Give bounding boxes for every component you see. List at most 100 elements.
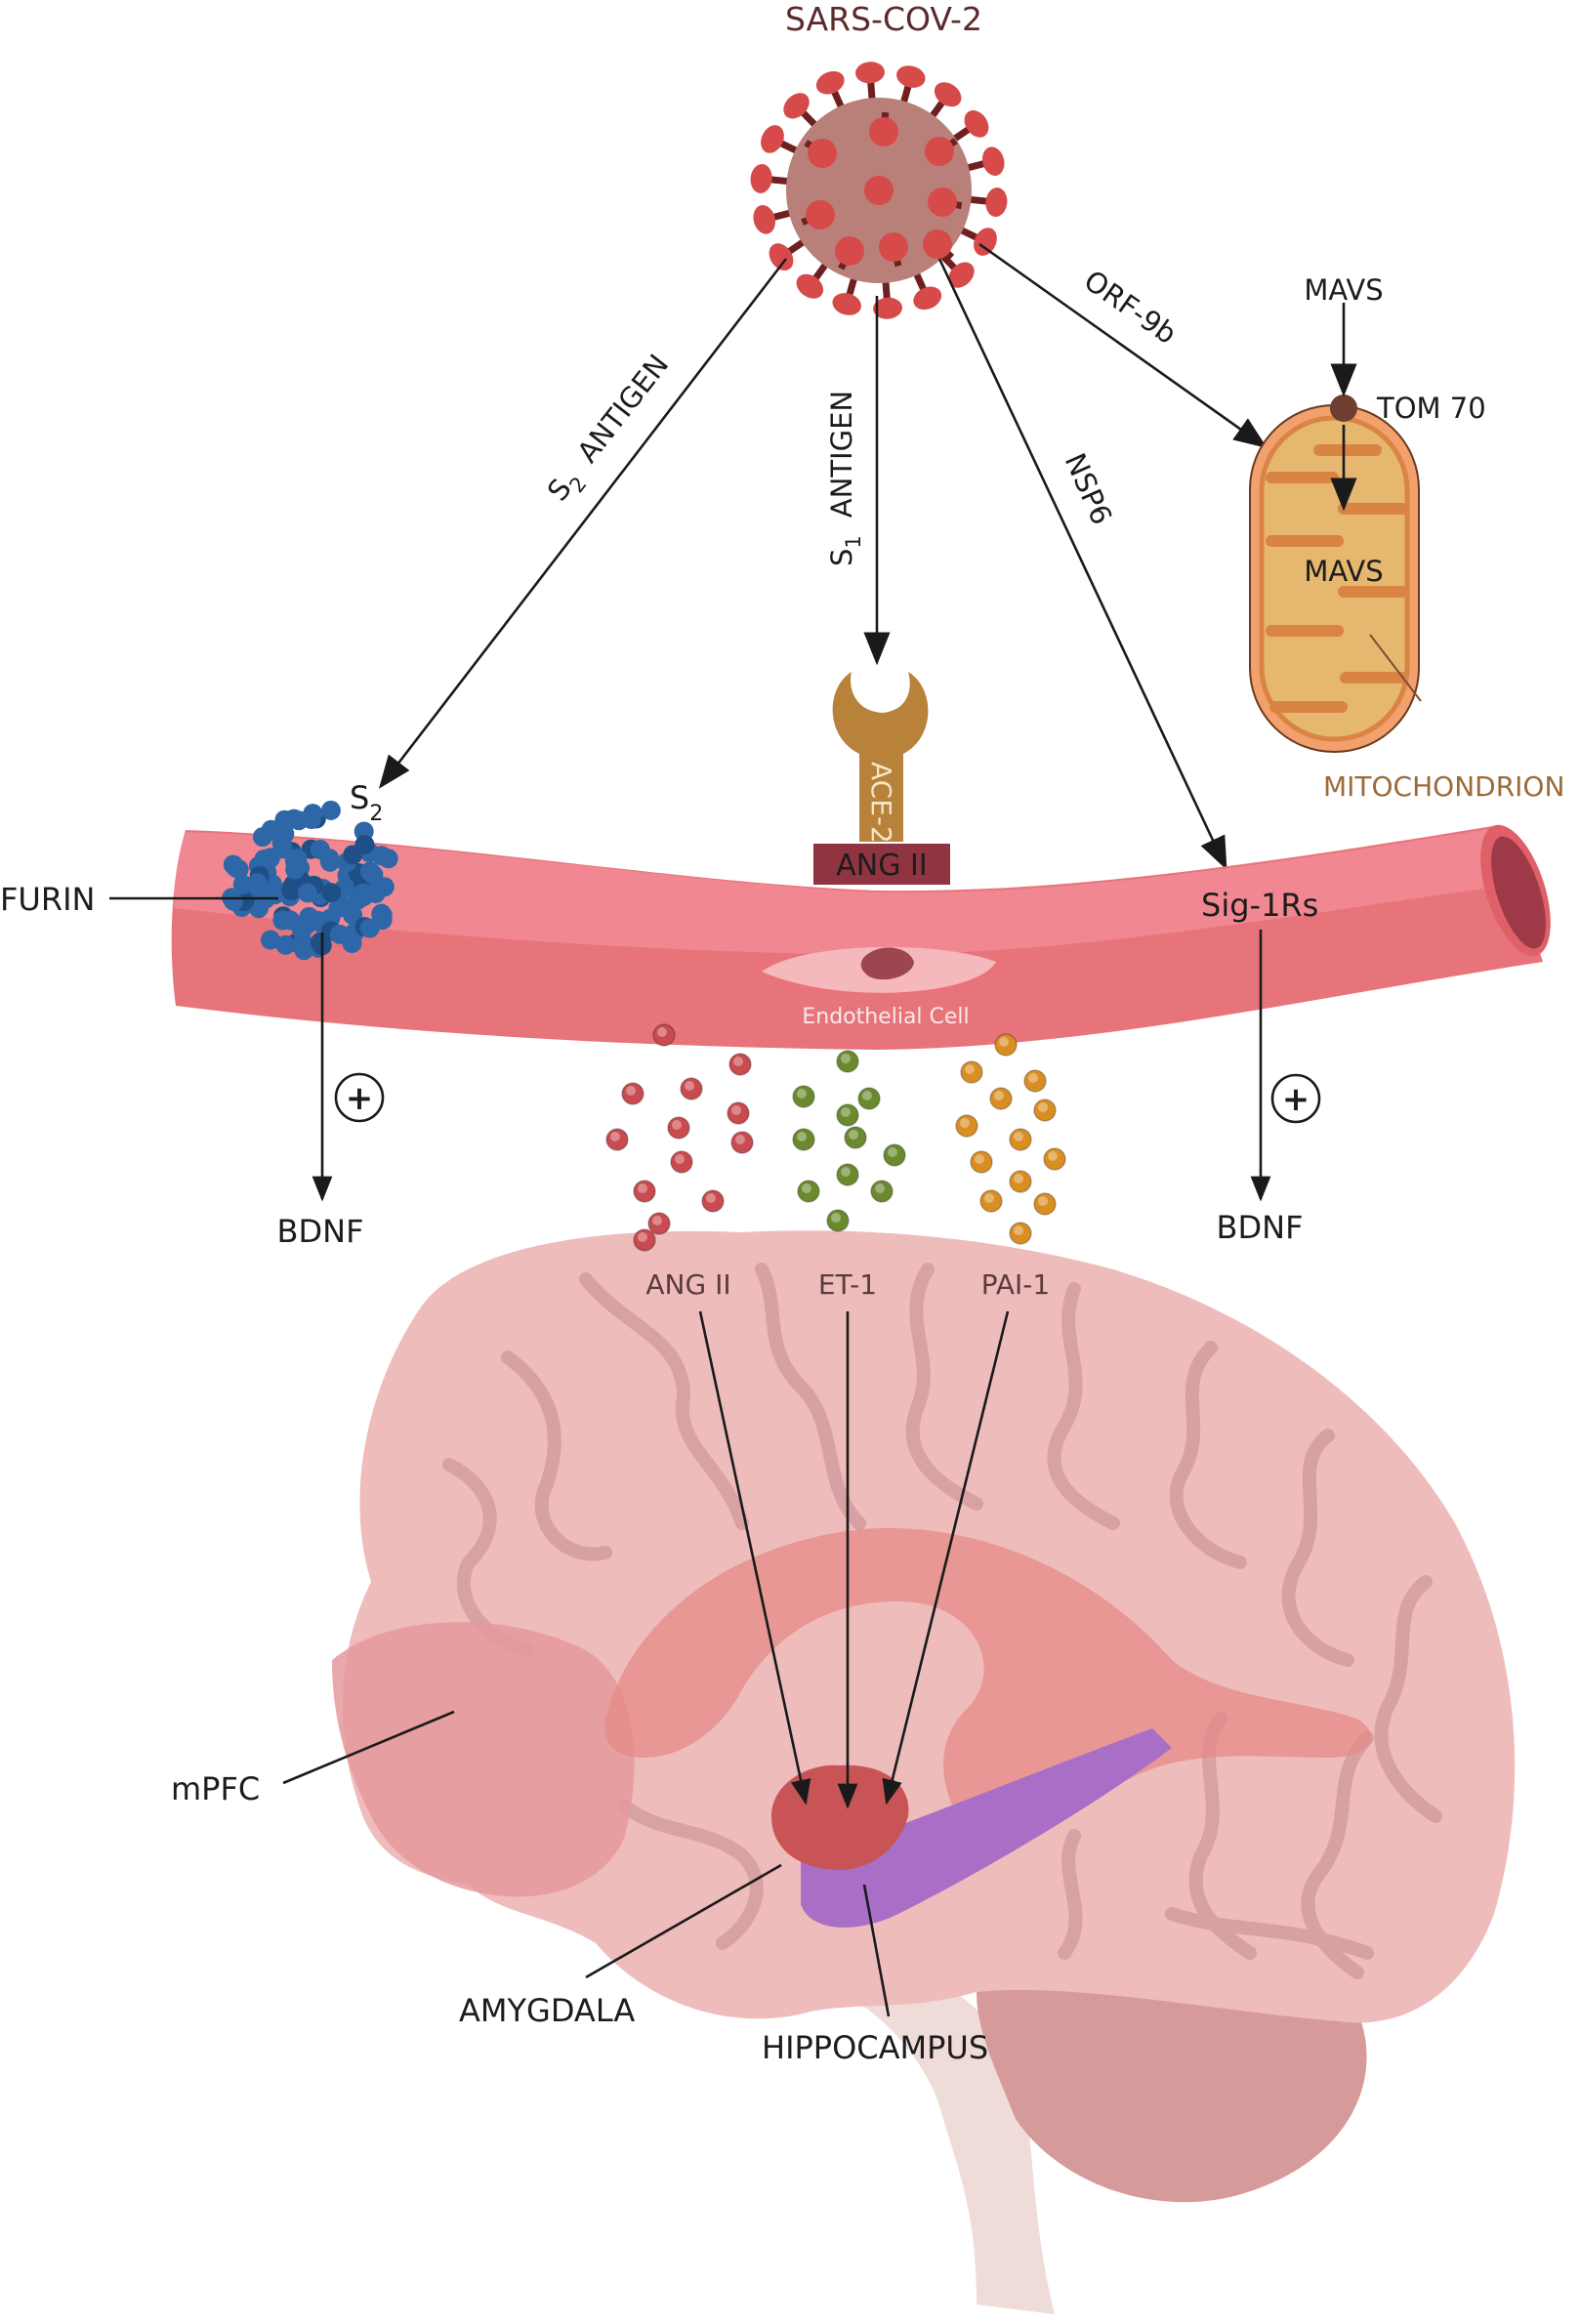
furin-subunit — [281, 881, 302, 900]
mpfc-leader-line — [282, 1710, 455, 1785]
factor-dot-highlight — [638, 1232, 647, 1242]
factor-dot-highlight — [675, 1154, 685, 1164]
s2-target-label: S2 — [350, 779, 383, 826]
virus-spike — [769, 243, 794, 270]
virus-spike — [913, 286, 942, 311]
factor-dot — [633, 1228, 656, 1252]
s2-antigen-arrow — [378, 258, 788, 789]
virus-inner-spike — [928, 187, 957, 217]
factor-dot-highlight — [733, 1057, 743, 1066]
hippocampus-label: HIPPOCAMPUS — [762, 2029, 988, 2066]
virus-inner-spike — [806, 200, 835, 229]
virus-spike — [873, 297, 902, 319]
furin-subunit — [297, 914, 317, 934]
orf9b-arrow — [978, 242, 1268, 448]
factor-dot — [730, 1131, 754, 1154]
limbic-arc — [604, 1527, 1372, 1816]
factor-dot-highlight — [960, 1118, 970, 1128]
factor-dot — [797, 1180, 820, 1203]
factor-dot — [652, 1023, 676, 1047]
endothelial-cell-label: Endothelial Cell — [802, 1005, 969, 1029]
factor-dot — [667, 1116, 690, 1140]
ang2-box-label: ANG II — [836, 849, 927, 883]
tom70-label: TOM 70 — [1376, 392, 1486, 425]
factor-dot-highlight — [652, 1216, 662, 1225]
left-activation-symbol: + — [334, 1072, 385, 1123]
factor-dot-highlight — [638, 1183, 647, 1193]
factor-dot-highlight — [1014, 1174, 1023, 1183]
factor-label-ang2: ANG II — [645, 1268, 730, 1301]
svg-text:+: + — [1282, 1080, 1310, 1119]
factor-dot — [605, 1128, 629, 1151]
factor-dot-highlight — [849, 1130, 858, 1140]
brain-illustration — [332, 1230, 1516, 2314]
furin-subunit — [232, 874, 253, 894]
factor-dot — [1033, 1099, 1057, 1122]
virus-inner-spike — [925, 137, 954, 166]
mito-cristae — [1266, 444, 1408, 713]
ang2-to-amygdala-arrow — [698, 1310, 811, 1805]
furin-subunit — [319, 849, 340, 869]
mitochondrion — [1249, 394, 1420, 753]
brain-sulci — [442, 1263, 1442, 1979]
mavs-inner-label: MAVS — [1304, 555, 1383, 588]
virus-spike — [974, 228, 997, 256]
factor-dot-highlight — [731, 1105, 741, 1115]
factor-dot — [1023, 1069, 1047, 1093]
factor-dot — [844, 1126, 867, 1149]
hippocampus-region — [801, 1728, 1172, 1928]
released-factors — [605, 1023, 1066, 1252]
ang2-box — [813, 844, 950, 885]
right-activation-symbol: + — [1270, 1073, 1321, 1124]
tom70-dot — [1330, 394, 1357, 422]
s1-antigen-label: S1ANTIGEN — [825, 391, 865, 566]
amygdala-leader-line — [585, 1863, 782, 1979]
factor-dot-highlight — [888, 1147, 897, 1157]
virus-title: SARS-COV-2 — [785, 0, 982, 38]
ace2-receptor — [832, 672, 929, 842]
furin-subunit — [360, 861, 380, 882]
factor-dot — [792, 1085, 815, 1108]
factor-dot-highlight — [862, 1091, 872, 1100]
factor-dot — [989, 1087, 1013, 1110]
factor-dot — [1033, 1192, 1057, 1216]
factor-dot — [883, 1143, 906, 1167]
factor-label-et1: ET-1 — [818, 1268, 877, 1301]
furin-subunit — [371, 903, 392, 924]
furin-subunit — [247, 873, 268, 893]
virus-spike — [934, 82, 962, 107]
furin-subunit — [353, 883, 373, 903]
mitochondrion-leader-line — [1369, 634, 1422, 702]
factor-dot — [680, 1077, 703, 1100]
furin-subunit — [298, 883, 317, 903]
factor-dot-highlight — [672, 1120, 682, 1130]
factor-dot — [836, 1103, 859, 1127]
furin-subunit — [329, 924, 350, 944]
virus-inner-spike — [835, 236, 864, 266]
factor-dot-highlight — [1014, 1132, 1023, 1141]
factor-dot — [1043, 1147, 1066, 1171]
furin-subunit — [287, 849, 308, 869]
factor-dot — [1009, 1170, 1032, 1193]
factor-dot — [727, 1101, 750, 1125]
factor-dot-highlight — [841, 1054, 851, 1063]
factor-dot — [979, 1189, 1003, 1213]
factor-dot-highlight — [965, 1064, 975, 1074]
factor-dot-highlight — [610, 1132, 620, 1141]
svg-text:S1ANTIGEN: S1ANTIGEN — [825, 391, 865, 566]
factor-dot — [970, 1150, 993, 1174]
mpfc-label: mPFC — [171, 1770, 260, 1807]
furin-subunit — [260, 849, 280, 869]
pai1-to-amygdala-arrow — [882, 1310, 1010, 1805]
virus-spike — [948, 262, 975, 288]
furin-subunit — [261, 930, 280, 950]
mavs-top-label: MAVS — [1304, 273, 1383, 307]
factor-dot — [955, 1114, 978, 1138]
factor-dot-highlight — [875, 1183, 885, 1193]
factor-dot — [857, 1087, 881, 1110]
factor-dot-highlight — [1038, 1196, 1048, 1206]
furin-subunit — [252, 827, 272, 848]
virus-spike — [783, 93, 810, 119]
virus-spike — [815, 70, 845, 95]
